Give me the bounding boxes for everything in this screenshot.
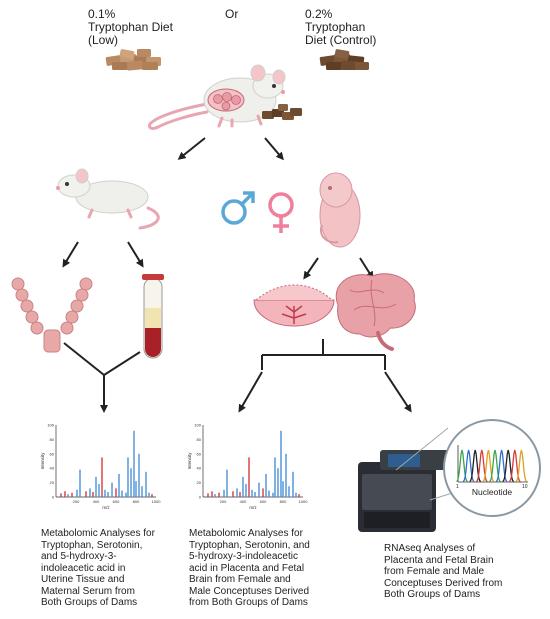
control-diet-tag: Diet (Control) [305, 33, 377, 47]
low-diet-pellets-icon [105, 49, 161, 71]
y-tick-label: 40 [197, 466, 202, 471]
x-tick-label: 600 [260, 499, 267, 504]
chromatogram-peak [515, 449, 528, 483]
chromatogram-zoom: Nucleotide 1 10 [443, 419, 541, 517]
sequencer-icon [358, 450, 450, 532]
caption-left-line: indoleacetic acid in [41, 562, 126, 574]
arrow-to-sequencer [384, 371, 412, 413]
caption-right-line: RNAseq Analyses of [384, 543, 476, 554]
caption-left-line: Both Groups of Dams [41, 597, 138, 608]
arrow-to-uterus [62, 241, 79, 268]
caption-left-line: Uterine Tissue and [41, 574, 125, 585]
x-tick-label: 400 [240, 499, 247, 504]
caption-left: Metabolomic Analyses for Tryptophan, Ser… [41, 528, 186, 609]
caption-left-line: Metabolomic Analyses for [41, 528, 155, 539]
chromatogram-label: Nucleotide [472, 487, 512, 497]
y-tick-label: 20 [50, 480, 55, 485]
caption-right: RNAseq Analyses of Placenta and Fetal Br… [384, 543, 534, 601]
y-tick-label: 0 [52, 495, 55, 500]
low-diet-percent: 0.1% [88, 7, 116, 21]
x-axis-label: m/z [102, 505, 110, 510]
x-tick-label: 400 [93, 499, 100, 504]
y-tick-label: 40 [50, 466, 55, 471]
caption-middle-line: Male Conceptuses Derived [189, 585, 310, 597]
y-tick-label: 80 [50, 437, 55, 442]
merge-line-serum [103, 351, 141, 376]
x-tick-label: 1000 [152, 499, 162, 504]
fetus-icon [319, 172, 361, 248]
female-symbol-icon [268, 192, 294, 233]
y-axis-label: Intensity [40, 452, 45, 470]
caption-middle-line: Tryptophan, Serotonin, and [189, 539, 310, 551]
caption-middle-line: Brain from Female and [189, 574, 291, 585]
arrow-to-serum [127, 241, 144, 268]
control-diet-label: 0.2% Tryptophan Diet (Control) [305, 8, 376, 47]
pregnant-mouse-icon [148, 64, 302, 130]
male-symbol-icon [221, 191, 255, 225]
caption-right-line: Placenta and Fetal Brain [384, 554, 494, 566]
arrow-to-conceptus [264, 137, 284, 161]
arrow-to-maternal [177, 137, 206, 160]
chromatogram-tick-start: 1 [456, 484, 459, 490]
low-diet-tag: (Low) [88, 33, 119, 47]
caption-middle: Metabolomic Analyses for Tryptophan, Ser… [189, 528, 339, 609]
y-tick-label: 100 [194, 423, 201, 428]
merge-line-uterus [63, 342, 105, 376]
or-label: Or [225, 7, 239, 21]
control-diet-name: Tryptophan [305, 20, 366, 34]
low-diet-name: Tryptophan Diet [88, 20, 173, 34]
chromatogram-tick-end: 10 [522, 484, 528, 490]
y-tick-label: 60 [197, 451, 202, 456]
x-tick-label: 200 [73, 499, 80, 504]
placenta-icon [253, 284, 335, 327]
y-tick-label: 0 [199, 495, 202, 500]
caption-left-line: Tryptophan, Serotonin, [41, 539, 143, 551]
caption-middle-line: Metabolomic Analyses for [189, 528, 303, 539]
arrow-to-middle-spectrum [238, 371, 263, 413]
caption-middle-line: 5-hydroxy-3-indoleacetic [189, 551, 298, 562]
maternal-mouse-icon [56, 168, 160, 230]
low-diet-label: 0.1% Tryptophan Diet (Low) [88, 8, 173, 47]
y-tick-label: 60 [50, 451, 55, 456]
control-diet-percent: 0.2% [305, 7, 333, 21]
x-tick-label: 200 [220, 499, 227, 504]
caption-right-line: Both Groups of Dams [384, 589, 481, 600]
y-axis-label: Intensity [187, 452, 192, 470]
caption-left-line: Maternal Serum from [41, 585, 135, 597]
arrow-to-fetal-brain [359, 257, 374, 280]
zoom-line-top [395, 427, 449, 471]
caption-middle-line: from Both Groups of Dams [189, 597, 308, 608]
y-tick-label: 20 [197, 480, 202, 485]
caption-left-line: and 5-hydroxy-3- [41, 551, 117, 562]
y-tick-label: 100 [47, 423, 54, 428]
x-tick-label: 800 [133, 499, 140, 504]
x-tick-label: 600 [113, 499, 120, 504]
x-tick-label: 800 [280, 499, 287, 504]
x-axis-label: m/z [249, 505, 257, 510]
control-diet-pellets-icon [319, 49, 369, 70]
caption-right-line: from Female and Male [384, 566, 485, 577]
caption-middle-line: acid in Placenta and Fetal [189, 562, 305, 574]
caption-right-line: Conceptuses Derived from [384, 577, 503, 589]
uterus-icon [11, 277, 93, 353]
x-tick-label: 1000 [299, 499, 309, 504]
blood-tube-icon [142, 274, 164, 359]
fetal-brain-icon [335, 273, 416, 351]
arrow-to-placenta [303, 257, 319, 280]
y-tick-label: 80 [197, 437, 202, 442]
